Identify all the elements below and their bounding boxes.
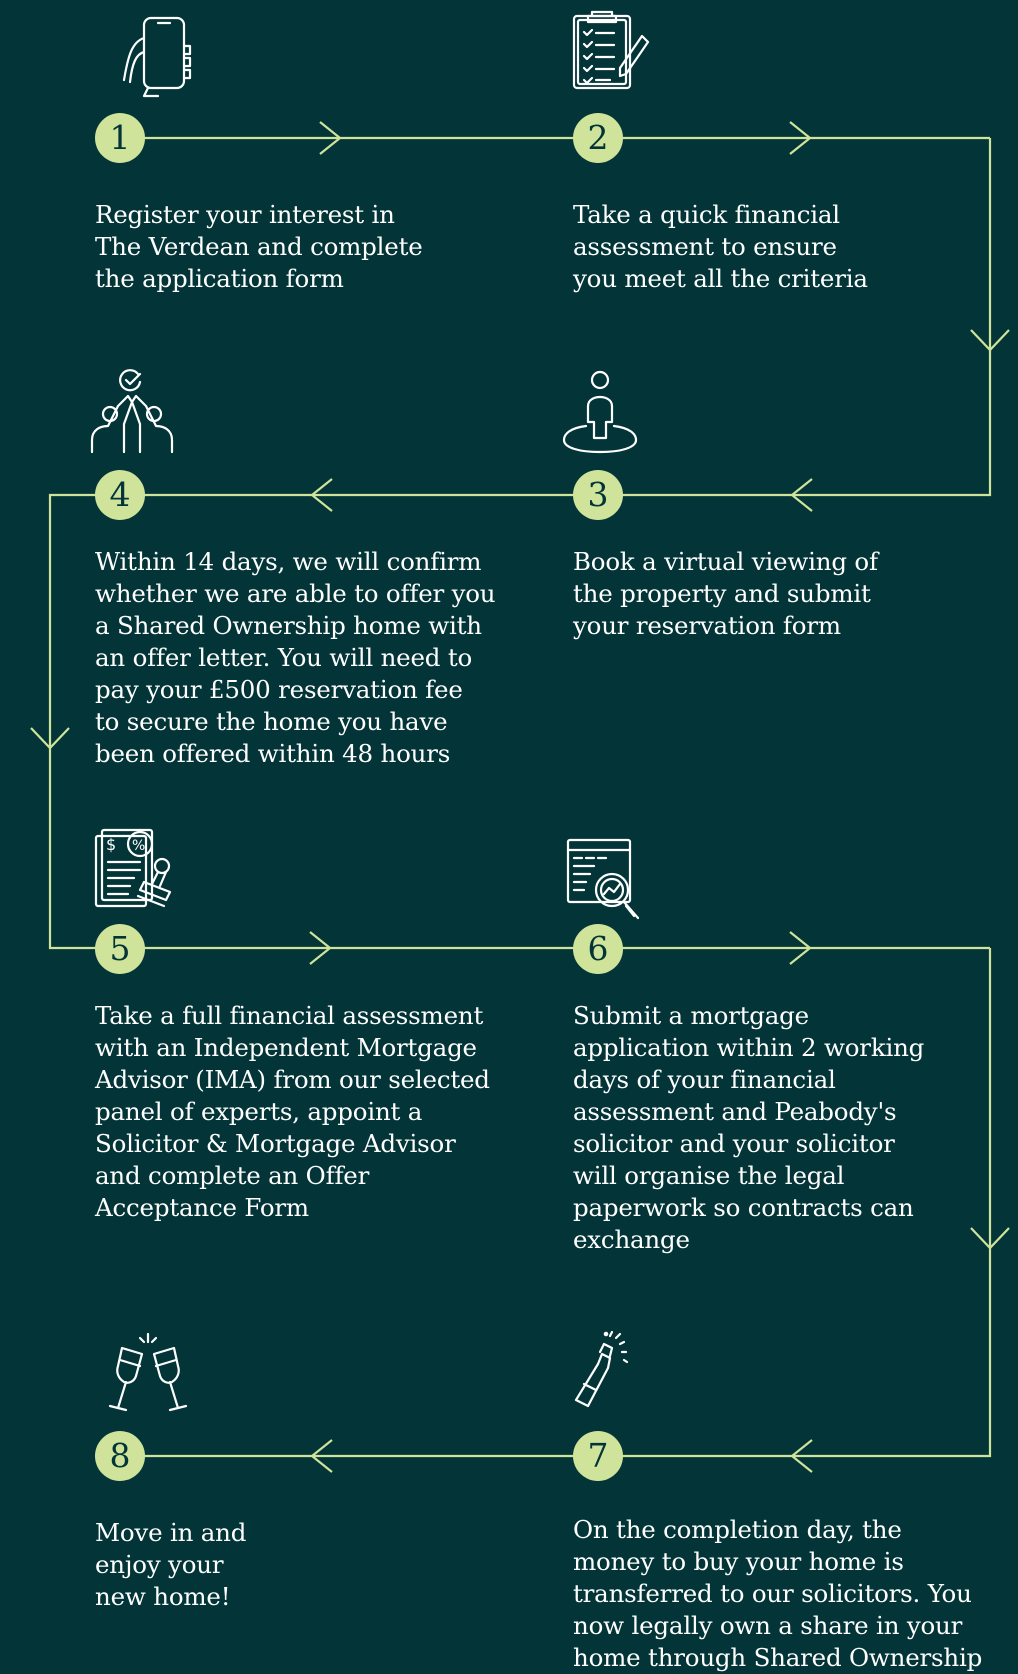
person-location-icon <box>562 370 638 454</box>
connector-2-3-4 <box>120 138 992 497</box>
champagne-toast-icon <box>104 1332 192 1418</box>
arrow-left-icon <box>310 478 333 512</box>
financial-document-stamp-icon: $ % <box>94 826 180 910</box>
svg-text:%: % <box>132 838 145 854</box>
step-1-text: Register your interest in The Verdean an… <box>95 200 423 293</box>
arrow-right-icon <box>309 931 332 965</box>
step-6-number: 6 <box>573 924 623 974</box>
step-6-text: Submit a mortgage application within 2 w… <box>573 1001 925 1254</box>
step-8-number: 8 <box>95 1431 145 1481</box>
step-4-text: Within 14 days, we will confirm whether … <box>95 547 496 768</box>
arrow-left-icon <box>790 478 813 512</box>
champagne-bottle-icon <box>570 1330 640 1410</box>
step-5-text: Take a full financial assessment with an… <box>95 1001 490 1222</box>
svg-text:$: $ <box>106 835 116 854</box>
arrow-left-icon <box>310 1439 333 1473</box>
step-8-text: Move in and enjoy your new home! <box>95 1518 247 1611</box>
step-7-number: 7 <box>573 1431 623 1481</box>
arrow-down-icon <box>970 329 1010 352</box>
people-check-icon <box>88 368 178 456</box>
step-5-number: 5 <box>95 924 145 974</box>
arrow-right-icon <box>789 121 812 155</box>
step-7-text: On the completion day, the money to buy … <box>573 1515 983 1672</box>
arrow-down-icon <box>30 727 70 750</box>
connector-6-7-8 <box>120 948 992 1458</box>
step-4-number: 4 <box>95 470 145 520</box>
document-magnifier-icon <box>566 838 650 924</box>
checklist-icon <box>570 10 650 94</box>
step-2-text: Take a quick financial assessment to ens… <box>573 200 868 293</box>
connector-4-5-6 <box>48 493 990 950</box>
arrow-right-icon <box>319 121 342 155</box>
smartphone-icon <box>118 14 198 100</box>
step-1-number: 1 <box>95 113 145 163</box>
step-3-text: Book a virtual viewing of the property a… <box>573 547 878 640</box>
arrow-left-icon <box>790 1439 813 1473</box>
arrow-right-icon <box>789 931 812 965</box>
step-3-number: 3 <box>573 470 623 520</box>
arrow-down-icon <box>970 1227 1010 1250</box>
step-2-number: 2 <box>573 113 623 163</box>
